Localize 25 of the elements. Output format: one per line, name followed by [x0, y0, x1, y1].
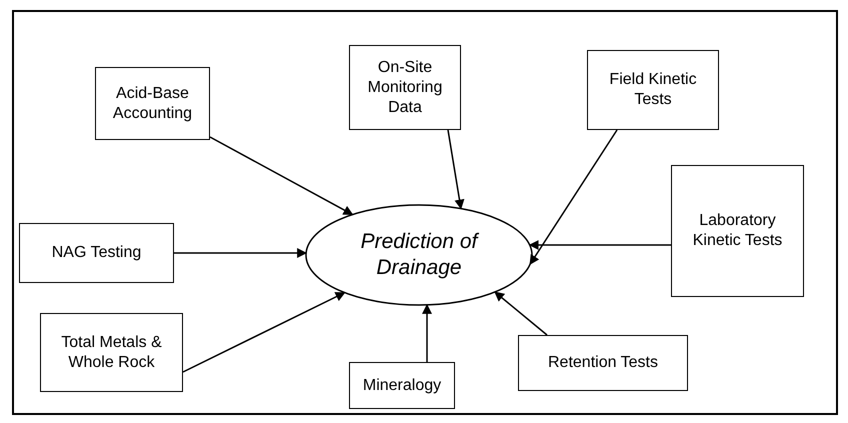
ellipse-label: Prediction of Drainage [360, 228, 480, 281]
box-label: Total Metals & Whole Rock [60, 332, 163, 372]
arrow [422, 304, 432, 362]
input-box [518, 335, 688, 391]
arrow [210, 136, 354, 216]
input-box [349, 45, 461, 130]
arrow [494, 291, 548, 336]
input-box [587, 50, 719, 130]
box-label: Mineralogy [362, 376, 442, 396]
arrow [182, 292, 346, 373]
input-box [95, 67, 210, 140]
input-box [349, 362, 455, 409]
box-label: On-Site Monitoring Data [366, 58, 444, 118]
arrow [529, 130, 618, 266]
box-label: NAG Testing [52, 243, 142, 263]
arrow [174, 248, 308, 258]
box-label: Field Kinetic Tests [608, 70, 698, 110]
arrow [447, 130, 464, 210]
input-box [671, 165, 804, 297]
box-label: Acid-Base Accounting [112, 84, 194, 124]
input-box [40, 313, 183, 392]
box-label: Retention Tests [548, 353, 658, 373]
input-box [19, 223, 174, 283]
box-label: Laboratory Kinetic Tests [692, 211, 784, 251]
arrow [528, 240, 671, 250]
